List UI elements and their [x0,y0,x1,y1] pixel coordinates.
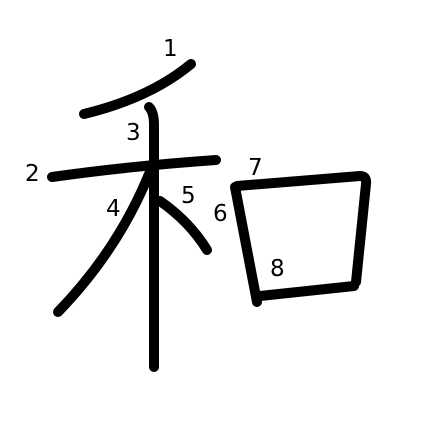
stroke-7 [232,171,372,287]
stroke-number-7: 7 [248,155,263,181]
stroke-number-3: 3 [126,120,141,146]
stroke-number-8: 8 [270,256,285,282]
stroke-2 [47,155,221,182]
stroke-8 [255,281,359,301]
stroke-5 [155,196,212,255]
stroke-number-2: 2 [25,161,40,187]
stroke-number-4: 4 [106,196,121,222]
stroke-3 [144,102,159,372]
stroke-number-5: 5 [181,183,196,209]
stroke-number-1: 1 [163,36,178,62]
stroke-1 [79,59,196,119]
stroke-6 [230,182,262,307]
stroke-number-6: 6 [213,201,228,227]
stroke-4 [53,169,154,317]
